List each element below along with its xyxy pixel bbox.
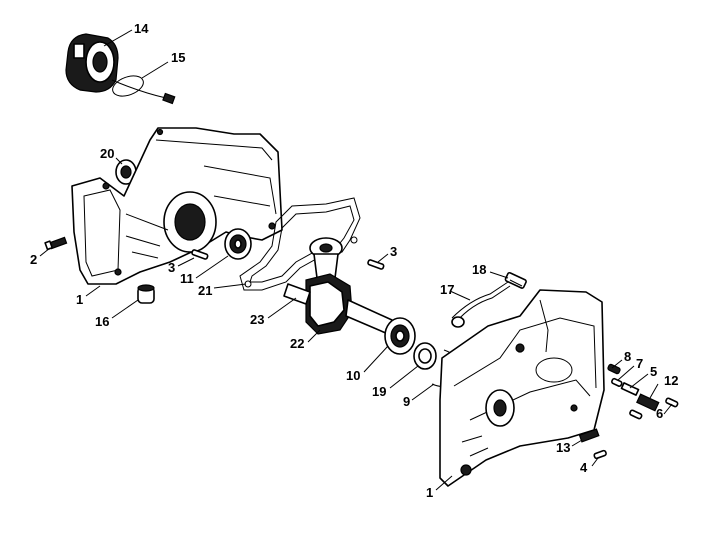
callout-15: 15 [171, 50, 185, 65]
callout-17: 17 [440, 282, 454, 297]
callout-9: 9 [403, 394, 410, 409]
screw-part-2[interactable] [44, 236, 68, 251]
crankshaft-part-22[interactable] [283, 237, 393, 335]
callout-2: 2 [30, 252, 37, 267]
callout-8: 8 [624, 349, 631, 364]
callout-22: 22 [290, 336, 304, 351]
hose-part-17[interactable] [451, 281, 511, 328]
callout-labels: 14 15 20 2 1 3 11 21 16 3 23 22 18 17 10… [30, 21, 678, 500]
pin-part-4[interactable] [593, 449, 607, 460]
callout-19: 19 [372, 384, 386, 399]
callout-16: 16 [95, 314, 109, 329]
bearing-part-10[interactable] [384, 317, 416, 355]
callout-7: 7 [636, 356, 643, 371]
plug-part-16[interactable] [137, 284, 155, 304]
callout-14: 14 [134, 21, 149, 36]
callout-3-right: 3 [390, 244, 397, 259]
callout-5: 5 [650, 364, 657, 379]
pin-part-6[interactable] [629, 397, 679, 420]
pin-part-3-right[interactable] [367, 259, 385, 270]
pin-part-7[interactable] [611, 377, 623, 387]
screw-part-12[interactable] [636, 393, 660, 412]
screw-part-13[interactable] [578, 428, 600, 443]
callout-1-upper: 1 [76, 292, 83, 307]
callout-18: 18 [472, 262, 486, 277]
callout-21: 21 [198, 283, 212, 298]
callout-11: 11 [180, 271, 194, 286]
callout-20: 20 [100, 146, 114, 161]
pin-part-3-left[interactable] [191, 249, 209, 260]
callout-1-lower: 1 [426, 485, 433, 500]
callout-13: 13 [556, 440, 570, 455]
callout-4: 4 [580, 460, 588, 475]
bearing-part-11[interactable] [224, 228, 252, 260]
callout-10: 10 [346, 368, 360, 383]
callout-12: 12 [664, 373, 678, 388]
callout-6: 6 [656, 406, 663, 421]
callout-23: 23 [250, 312, 264, 327]
oil-pump-part-14[interactable] [65, 33, 119, 93]
crankcase-right-part-1[interactable] [439, 289, 605, 487]
callout-3-left: 3 [168, 260, 175, 275]
oil-hose-part-15[interactable] [110, 72, 176, 105]
crankcase-left-part-1[interactable] [71, 127, 283, 285]
leader-lines [39, 29, 673, 491]
seal-ring-part-19[interactable] [413, 342, 437, 370]
fitting-part-18[interactable] [504, 272, 527, 289]
screw-part-8[interactable] [607, 363, 621, 375]
sleeve-part-5[interactable] [620, 382, 640, 396]
